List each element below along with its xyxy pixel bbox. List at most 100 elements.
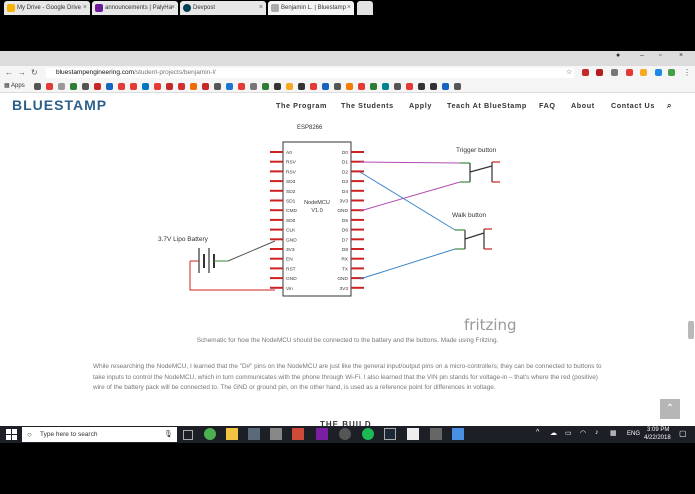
bluestamp-logo[interactable]: BLUESTAMP [12, 97, 107, 113]
tab-announcements[interactable]: announcements | PalyHa × [92, 1, 178, 15]
bookmark-icon[interactable] [238, 83, 245, 90]
bookmark-icon[interactable] [118, 83, 125, 90]
bookmark-icon[interactable] [418, 83, 425, 90]
app-taskbar-icon[interactable] [452, 428, 464, 440]
close-tab-icon[interactable]: × [258, 4, 263, 11]
bookmark-icon[interactable] [106, 83, 113, 90]
file-explorer-icon[interactable] [226, 428, 238, 440]
battery-icon[interactable]: ▭ [565, 430, 572, 437]
bookmark-icon[interactable] [202, 83, 209, 90]
bookmark-icon[interactable] [334, 83, 341, 90]
new-tab-button[interactable] [357, 1, 373, 15]
wifi-icon[interactable]: ◠ [580, 430, 587, 437]
microphone-icon[interactable]: 🎙 [164, 431, 173, 438]
maximize-icon[interactable]: ▫ [659, 52, 662, 59]
bookmark-icon[interactable] [454, 83, 461, 90]
bookmark-icon[interactable] [406, 83, 413, 90]
bookmark-icon[interactable] [34, 83, 41, 90]
bookmark-star-icon[interactable]: ☆ [566, 69, 573, 76]
close-tab-icon[interactable]: × [82, 4, 87, 11]
bookmark-icon[interactable] [310, 83, 317, 90]
bookmark-icon[interactable] [94, 83, 101, 90]
app-taskbar-icon[interactable] [248, 428, 260, 440]
forward-icon[interactable]: → [18, 68, 26, 77]
nav-about[interactable]: About [571, 101, 595, 110]
chevron-up-icon[interactable]: ^ [536, 429, 540, 436]
bookmark-icon[interactable] [130, 83, 137, 90]
app-taskbar-icon[interactable] [407, 428, 419, 440]
apps-shortcut[interactable]: ▦ Apps [4, 83, 25, 89]
app-taskbar-icon[interactable] [270, 428, 282, 440]
profile-icon[interactable]: ● [616, 52, 621, 59]
app-taskbar-icon[interactable] [430, 428, 442, 440]
bookmark-icon[interactable] [322, 83, 329, 90]
minimize-icon[interactable]: – [640, 52, 644, 59]
extension-icon[interactable] [640, 69, 647, 76]
bookmark-icon[interactable] [70, 83, 77, 90]
bookmark-icon[interactable] [286, 83, 293, 90]
task-view-icon[interactable] [183, 430, 193, 440]
bookmark-icon[interactable] [46, 83, 53, 90]
cloud-icon[interactable]: ☁ [550, 430, 557, 437]
nav-apply[interactable]: Apply [409, 101, 432, 110]
bookmark-icon[interactable] [142, 83, 149, 90]
extension-icon[interactable] [596, 69, 603, 76]
bookmark-icon[interactable] [430, 83, 437, 90]
nav-contact-us[interactable]: Contact Us [611, 101, 655, 110]
menu-icon[interactable]: ⋮ [683, 68, 691, 77]
steam-icon[interactable] [384, 428, 396, 440]
url-input[interactable]: bluestampengineering.com/student-project… [46, 68, 574, 78]
bookmark-icon[interactable] [394, 83, 401, 90]
notifications-icon[interactable]: ▢ [679, 429, 687, 438]
close-window-icon[interactable]: × [679, 52, 684, 59]
bookmark-icon[interactable] [166, 83, 173, 90]
windows-start-icon[interactable] [6, 429, 17, 440]
bookmark-icon[interactable] [370, 83, 377, 90]
tab-devpost[interactable]: Devpost × [180, 1, 266, 15]
close-tab-icon[interactable]: × [346, 4, 351, 11]
extension-icon[interactable] [611, 69, 618, 76]
app-taskbar-icon[interactable] [339, 428, 351, 440]
extension-icon[interactable] [582, 69, 589, 76]
site-search-icon[interactable]: ⌕ [667, 101, 673, 110]
keyboard-icon[interactable]: ▦ [610, 430, 617, 437]
tab-bluestamp[interactable]: Benjamin L. | Bluestamp × [268, 1, 354, 15]
bookmark-icon[interactable] [382, 83, 389, 90]
bookmark-icon[interactable] [82, 83, 89, 90]
bookmark-icon[interactable] [298, 83, 305, 90]
bookmark-icon[interactable] [58, 83, 65, 90]
clock-time[interactable]: 3:09 PM [647, 427, 670, 433]
extension-icon[interactable] [655, 69, 662, 76]
nav-faq[interactable]: FAQ [539, 101, 556, 110]
bookmark-icon[interactable] [262, 83, 269, 90]
extension-icon[interactable] [668, 69, 675, 76]
nav-teach[interactable]: Teach At BlueStamp [447, 101, 527, 110]
reload-icon[interactable]: ↻ [31, 68, 38, 77]
bookmark-icon[interactable] [226, 83, 233, 90]
taskbar-search-input[interactable]: ○ Type here to search 🎙 [22, 427, 177, 442]
close-tab-icon[interactable]: × [170, 4, 175, 11]
extension-icon[interactable] [626, 69, 633, 76]
bookmark-icon[interactable] [154, 83, 161, 90]
bookmark-icon[interactable] [442, 83, 449, 90]
bookmark-icon[interactable] [178, 83, 185, 90]
back-icon[interactable]: ← [5, 68, 13, 77]
nav-the-students[interactable]: The Students [341, 101, 394, 110]
language-indicator[interactable]: ENG [627, 431, 641, 437]
clock-date[interactable]: 4/22/2018 [644, 435, 671, 441]
bookmark-icon[interactable] [358, 83, 365, 90]
volume-icon[interactable]: ♪ [595, 429, 599, 436]
page-scrollbar-thumb[interactable] [688, 321, 694, 339]
bookmark-icon[interactable] [346, 83, 353, 90]
spotify-icon[interactable] [362, 428, 374, 440]
scroll-to-top-button[interactable]: ⌃ [660, 399, 680, 419]
bookmark-icon[interactable] [274, 83, 281, 90]
bookmark-icon[interactable] [250, 83, 257, 90]
chrome-taskbar-icon[interactable] [204, 428, 216, 440]
onenote-icon[interactable] [316, 428, 328, 440]
app-taskbar-icon[interactable] [292, 428, 304, 440]
bookmark-icon[interactable] [190, 83, 197, 90]
tab-google-drive[interactable]: My Drive - Google Drive × [4, 1, 90, 15]
nav-the-program[interactable]: The Program [276, 101, 327, 110]
bookmark-icon[interactable] [214, 83, 221, 90]
